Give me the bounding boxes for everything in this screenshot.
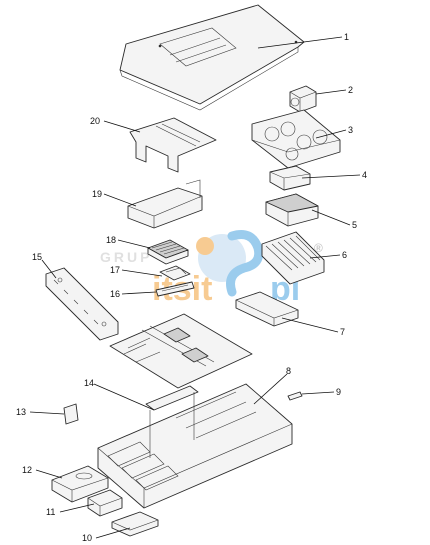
- callout-5: 5: [352, 220, 357, 230]
- part-drive-bay: [87, 489, 123, 517]
- leader-line-6: [309, 254, 341, 259]
- callout-19: 19: [92, 189, 102, 199]
- part-screw: [287, 391, 303, 401]
- leader-line-11: [59, 503, 95, 513]
- callout-2: 2: [348, 85, 353, 95]
- leader-line-9: [301, 391, 335, 395]
- callout-14: 14: [84, 378, 94, 388]
- callout-1: 1: [344, 32, 349, 42]
- leader-line-14: [93, 383, 155, 411]
- part-optical-drive: [111, 511, 159, 537]
- part-bracket: [269, 165, 311, 191]
- part-riser-board: [261, 231, 325, 285]
- callout-8: 8: [286, 366, 291, 376]
- part-system-board: [109, 313, 253, 389]
- leader-line-17: [121, 269, 163, 277]
- callout-12: 12: [22, 465, 32, 475]
- part-fan: [289, 85, 317, 113]
- callout-labels: 1 2 3 4 5 6 7 8 9 10 11 12 13 14 15 16 1…: [16, 32, 367, 543]
- watermark-top-text: GRUP: [100, 249, 152, 265]
- part-fan-cage: [251, 109, 341, 169]
- part-small-card: [63, 403, 79, 425]
- leader-line-12: [35, 469, 63, 479]
- callout-20: 20: [90, 116, 100, 126]
- leader-line-16: [121, 291, 157, 295]
- callout-18: 18: [106, 235, 116, 245]
- callout-7: 7: [340, 327, 345, 337]
- part-backplane: [45, 267, 119, 341]
- part-memory-module: [155, 281, 195, 297]
- callout-10: 10: [82, 533, 92, 543]
- leader-line-15: [41, 259, 57, 279]
- watermark-registered-mark: ®: [314, 241, 323, 255]
- part-expansion-bar: [235, 291, 299, 327]
- callout-4: 4: [362, 170, 367, 180]
- part-processor: [159, 265, 191, 281]
- leader-line-2: [315, 89, 347, 95]
- leader-line-19: [103, 193, 137, 207]
- leader-line-4: [301, 174, 361, 179]
- part-chassis: [97, 383, 293, 509]
- leader-line-20: [103, 120, 141, 133]
- callout-15: 15: [32, 252, 42, 262]
- leader-line-13: [29, 411, 65, 415]
- leader-line-18: [117, 239, 151, 249]
- watermark-orange-dot-icon: [196, 237, 214, 255]
- leader-lines: [29, 36, 361, 539]
- callout-16: 16: [110, 289, 120, 299]
- callout-13: 13: [16, 407, 26, 417]
- leader-line-7: [281, 317, 339, 333]
- leader-line-8: [253, 373, 288, 405]
- part-heatsink: [147, 239, 189, 265]
- leader-line-3: [315, 129, 347, 139]
- callout-3: 3: [348, 125, 353, 135]
- callout-6: 6: [342, 250, 347, 260]
- part-riser-cage: [127, 179, 203, 229]
- leader-line-10: [95, 527, 131, 539]
- leader-line-1: [257, 36, 343, 49]
- callout-17: 17: [110, 265, 120, 275]
- part-air-baffle: [129, 117, 217, 173]
- callout-11: 11: [46, 507, 55, 517]
- part-top-cover: [119, 4, 305, 111]
- part-hard-drive: [51, 465, 109, 503]
- watermark-swoosh-icon: [226, 230, 264, 297]
- part-power-supply: [265, 193, 319, 227]
- leader-line-5: [311, 209, 351, 226]
- callout-9: 9: [336, 387, 341, 397]
